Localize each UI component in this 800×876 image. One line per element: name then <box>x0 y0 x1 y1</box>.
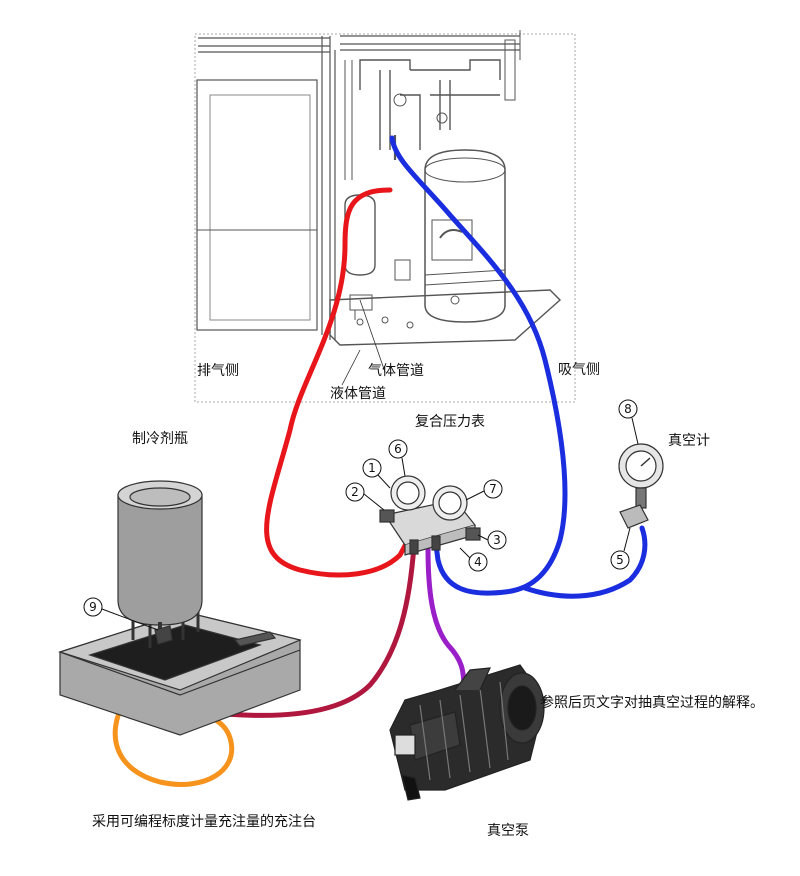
callout-6: 6 <box>388 439 408 477</box>
callout-4: 4 <box>459 547 488 572</box>
label-manifold-gauge: 复合压力表 <box>415 413 485 430</box>
blue-hose <box>389 135 568 596</box>
callout-1: 1 <box>362 458 391 489</box>
callout-9: 9 <box>83 597 159 631</box>
outdoor-unit <box>194 30 576 403</box>
maroon-hose <box>202 542 417 718</box>
callout-8: 8 <box>618 399 639 445</box>
svg-text:5: 5 <box>616 553 624 567</box>
svg-text:1: 1 <box>368 461 376 475</box>
callout-5: 5 <box>610 527 631 570</box>
vacuum-gauge <box>618 443 664 529</box>
purple-hose <box>425 545 467 693</box>
leader-lines <box>341 299 386 386</box>
label-gas-line: 气体管道 <box>368 363 424 379</box>
label-discharge-side: 排气侧 <box>197 363 239 379</box>
callout-3: 3 <box>477 530 507 550</box>
label-vacuum-gauge: 真空计 <box>668 433 710 449</box>
svg-text:9: 9 <box>89 600 97 614</box>
vacuum-pump <box>389 664 546 801</box>
callout-7: 7 <box>465 479 503 501</box>
manifold-gauge-set <box>379 475 481 556</box>
blue-hose-to-vacuum-gauge <box>522 525 648 599</box>
label-see-note: 参照后页文字对抽真空过程的解释。 <box>540 694 764 711</box>
svg-text:8: 8 <box>624 402 632 416</box>
callout-2: 2 <box>345 482 385 511</box>
svg-text:2: 2 <box>351 485 359 499</box>
svg-text:6: 6 <box>394 442 402 456</box>
callouts: 1 2 6 7 3 4 5 8 9 <box>83 399 639 631</box>
charging-scale <box>58 611 302 736</box>
label-liquid-line: 液体管道 <box>330 386 386 402</box>
label-vacuum-pump: 真空泵 <box>487 823 529 839</box>
label-refrigerant-cylinder: 制冷剂瓶 <box>132 431 188 447</box>
label-suction-side: 吸气侧 <box>558 362 600 378</box>
refrigerant-cylinder <box>117 480 203 648</box>
red-hose <box>264 187 411 578</box>
svg-text:3: 3 <box>493 533 501 547</box>
svg-text:4: 4 <box>474 555 482 569</box>
svg-text:7: 7 <box>489 482 497 496</box>
label-charging-scale: 采用可编程标度计量充注量的充注台 <box>92 814 316 830</box>
